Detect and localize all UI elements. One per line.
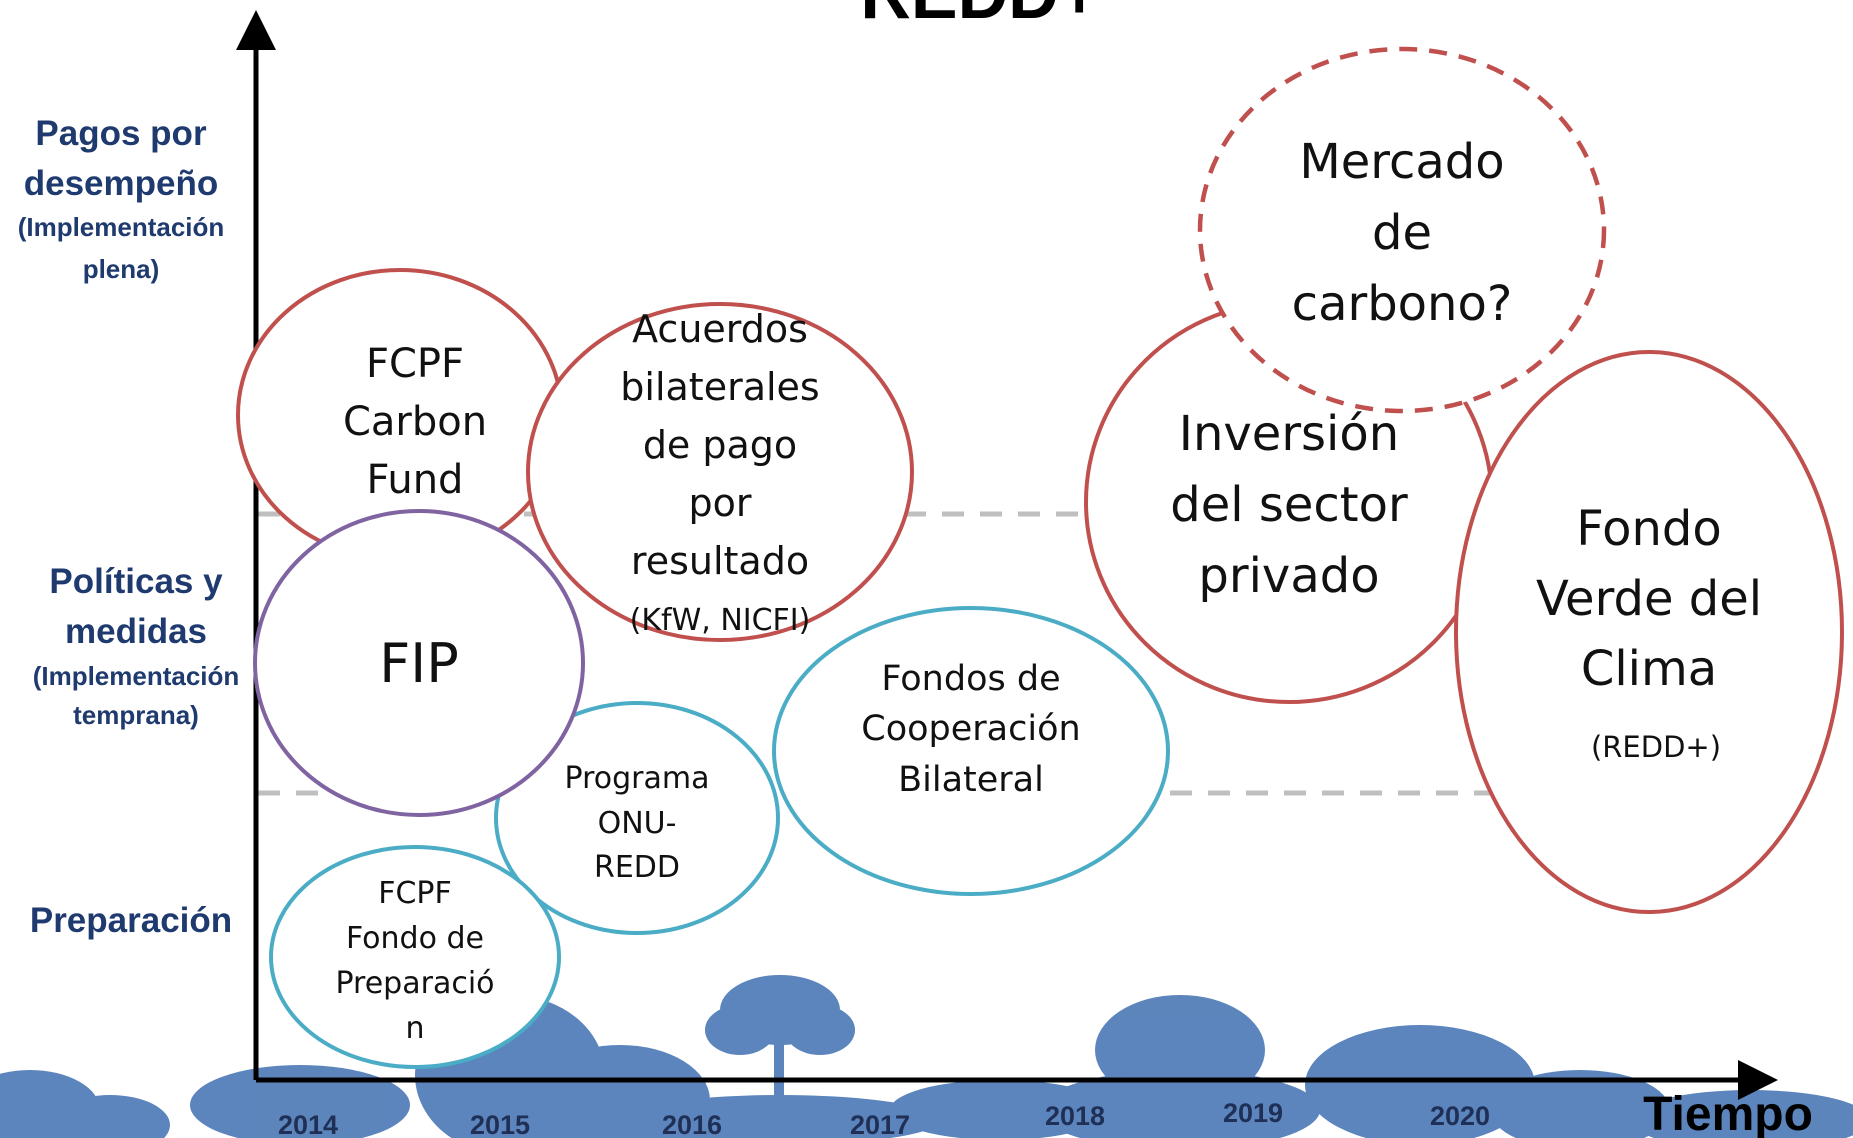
bubble-shape [772,606,1170,896]
bubble-text: ONU- [598,806,677,841]
bubble-text: Mercado [1299,134,1504,190]
year-2018: 2018 [1045,1101,1105,1131]
year-2019: 2019 [1223,1098,1283,1128]
bubble-shape [253,509,585,817]
bubble-fondos-cooperacion: Fondos de Cooperación Bilateral [772,606,1170,896]
year-labels: 2014 2015 2016 2017 2018 2019 2020 [278,1098,1490,1138]
year-2017: 2017 [850,1110,910,1138]
bubble-text: bilaterales [620,365,819,409]
year-2015: 2015 [470,1110,530,1138]
bubble-text: del sector [1170,477,1408,533]
bubble-note: (REDD+) [1591,730,1721,764]
bubble-shape [1454,350,1844,914]
bubble-text: Cooperación [861,709,1080,749]
bubble-text: Acuerdos [632,307,808,351]
bubble-text: FCPF [366,341,464,387]
bubble-text: Programa [565,761,710,796]
bubble-text: Fondo [1576,501,1722,557]
bubble-text: por [689,481,752,525]
level-label-politicas-2: medidas [65,612,207,651]
level-label-pagos-1: Pagos por [35,114,207,153]
axes [236,10,1778,1100]
bubble-text: FIP [379,632,459,695]
year-2020: 2020 [1430,1101,1490,1131]
bubble-text: Verde del [1536,571,1762,627]
bubble-shape [269,845,561,1069]
diagram-title: REDD+ [860,0,1099,33]
level-label-pagos-sub-2: plena) [83,254,160,284]
x-axis-label: Tiempo [1643,1088,1813,1138]
bubble-shape [1197,46,1607,414]
year-2014: 2014 [278,1110,338,1138]
level-label-preparacion: Preparación [30,901,232,940]
bubble-shape [526,302,914,642]
bubble-fcpf-carbon-fund: FCPF Carbon Fund [236,268,564,562]
bubble-text: REDD [594,850,680,885]
y-level-labels: Pagos por desempeño (Implementación plen… [18,114,240,940]
bubble-text: FCPF [378,876,452,911]
bubble-text: Fund [367,457,464,503]
bubble-text: Bilateral [898,760,1044,800]
level-label-pagos-2: desempeño [24,164,219,203]
bubble-acuerdos-bilaterales: Acuerdos bilaterales de pago por resulta… [526,302,914,642]
bubble-text: Inversión [1179,406,1399,462]
bubble-text: de [1372,205,1432,261]
level-label-politicas-sub-2: temprana) [73,700,199,730]
bubble-fondo-verde: Fondo Verde del Clima (REDD+) [1454,350,1844,914]
bubble-text: Carbon [343,399,487,445]
bubble-text: de pago [643,423,797,467]
bubble-text: Clima [1581,641,1717,697]
bubble-text: n [405,1011,424,1046]
bubble-fip: FIP [253,509,585,817]
bubble-text: Preparació [335,966,494,1001]
bubble-text: carbono? [1292,276,1513,332]
bubble-text: Fondos de [881,659,1060,699]
bubble-text: resultado [631,539,809,583]
bubble-shape [494,701,780,935]
level-label-politicas-sub-1: (Implementación [33,661,240,691]
bubble-text: privado [1198,548,1379,604]
bubble-text: (KfW, NICFI) [630,603,811,638]
year-2016: 2016 [662,1110,722,1138]
bubble-onu-redd: Programa ONU- REDD [494,701,780,935]
bubble-text: Fondo de [346,921,484,956]
level-label-politicas-1: Políticas y [49,562,223,601]
level-label-pagos-sub-1: (Implementación [18,212,225,242]
bubble-mercado-carbono: Mercado de carbono? [1197,46,1607,414]
bubble-fcpf-preparacion: FCPF Fondo de Preparació n [269,845,561,1069]
